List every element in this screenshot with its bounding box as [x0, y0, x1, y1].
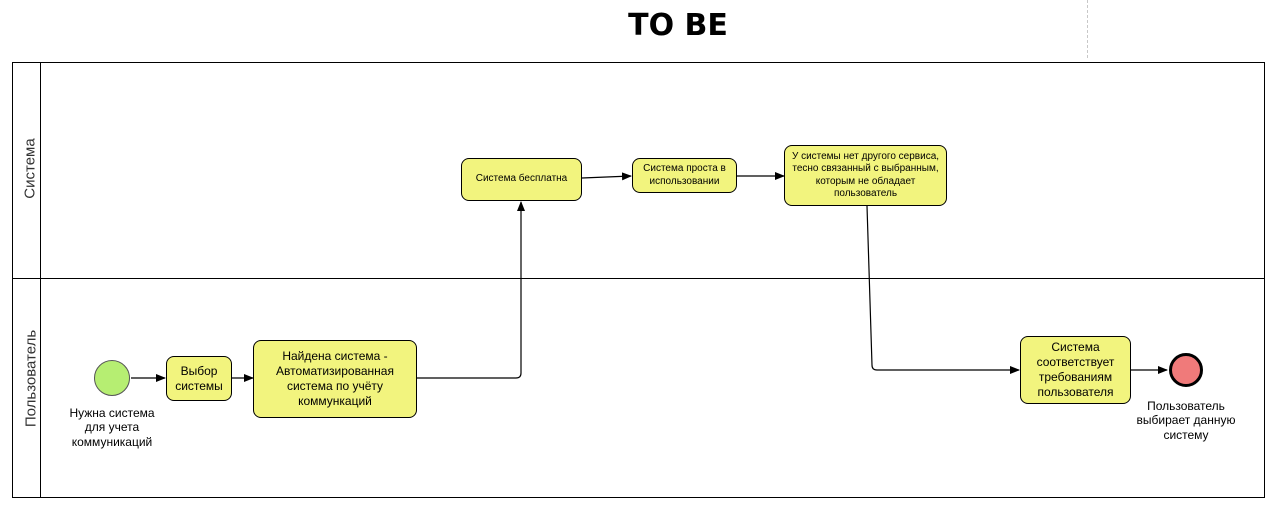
lane-divider	[12, 278, 1265, 279]
task-found-system[interactable]: Найдена система - Автоматизированная сис…	[253, 340, 417, 418]
diagram-title: TO BE	[628, 8, 728, 43]
end-event[interactable]	[1169, 353, 1203, 387]
flow-found-to-free	[417, 201, 525, 379]
end-event-label: Пользователь выбирает данную систему	[1136, 399, 1236, 442]
task-select-system[interactable]: Выбор системы	[166, 356, 232, 401]
lane-header-line	[40, 62, 41, 498]
flow-noservice-to-meets	[866, 205, 1020, 374]
page-break-guide	[1087, 0, 1088, 58]
flow-free-to-simple	[581, 172, 632, 181]
task-system-simple[interactable]: Система проста в использовании	[632, 158, 737, 193]
task-system-free[interactable]: Система бесплатна	[461, 158, 582, 201]
pool[interactable]	[12, 62, 1265, 498]
start-event[interactable]	[94, 360, 130, 396]
task-no-other-service[interactable]: У системы нет другого сервиса, тесно свя…	[784, 145, 947, 206]
start-event-label: Нужна система для учета коммуникаций	[69, 406, 155, 449]
task-meets-requirements[interactable]: Система соответствует требованиям пользо…	[1020, 336, 1131, 404]
